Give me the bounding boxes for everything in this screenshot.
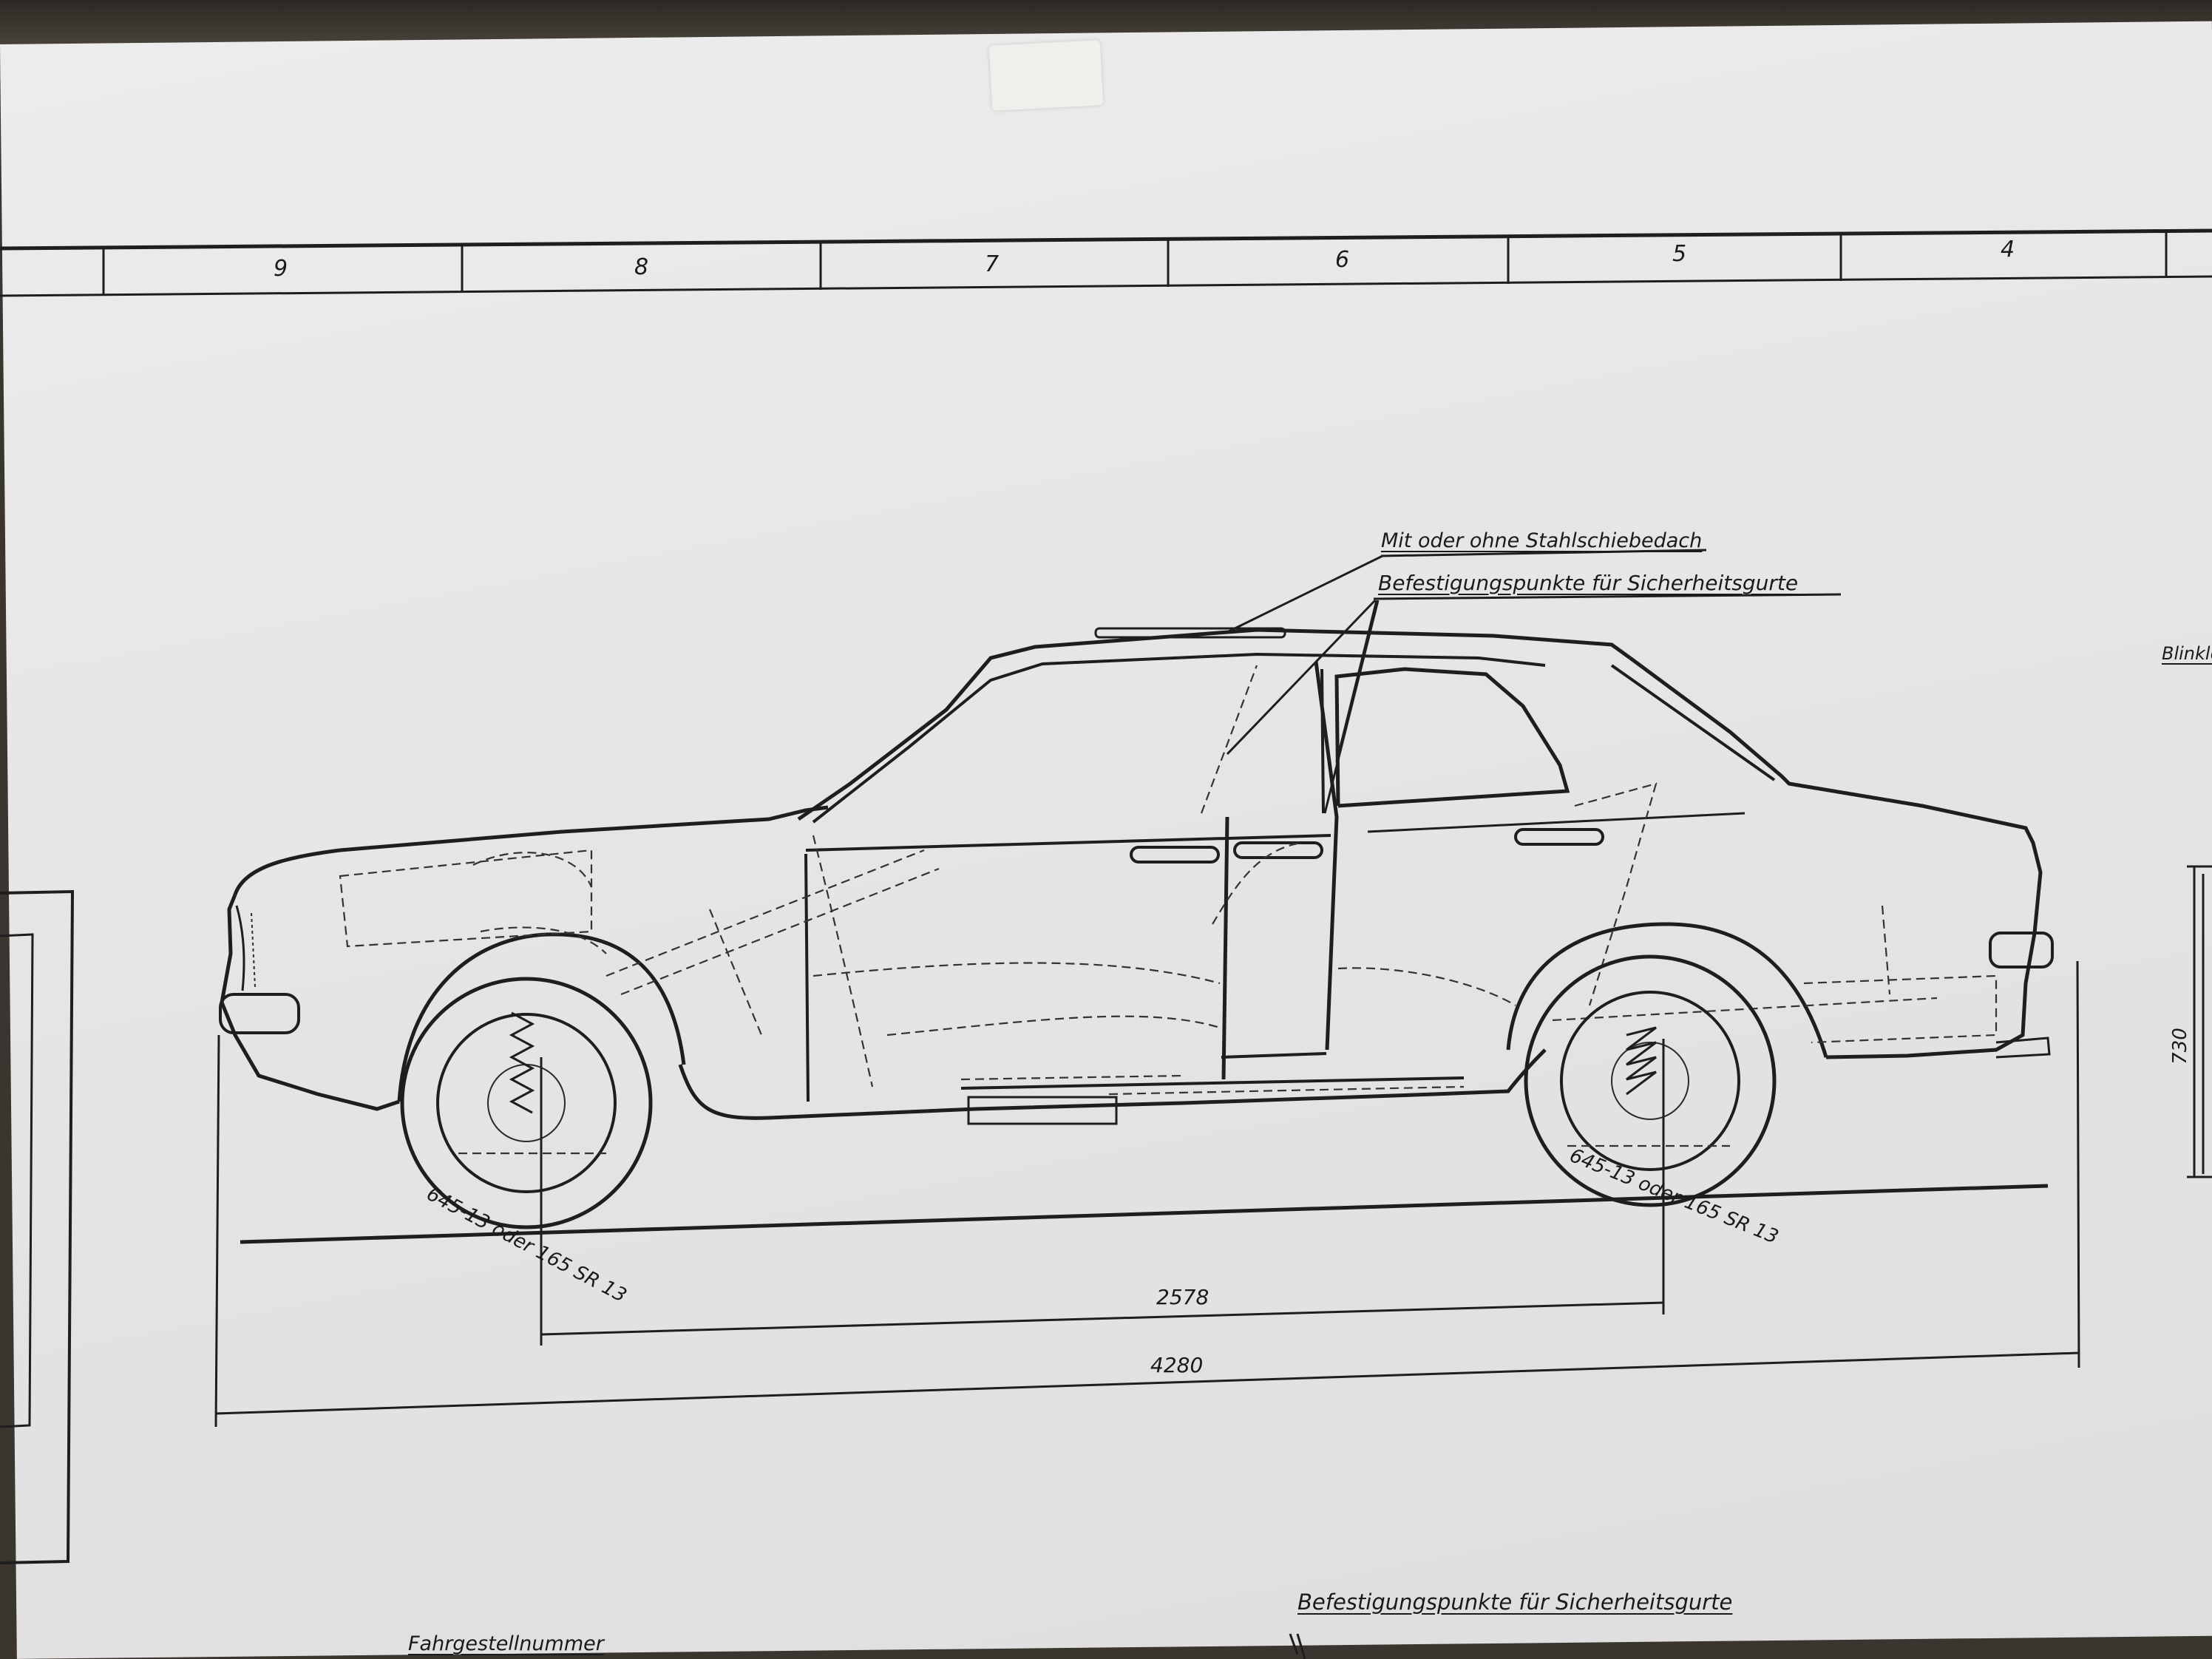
dimension-length: 4280 bbox=[1150, 1353, 1204, 1377]
rear-wheel bbox=[1524, 954, 1777, 1207]
dimension-wheelbase: 2578 bbox=[1156, 1285, 1210, 1309]
zone-ruler bbox=[0, 228, 2212, 297]
zone-number-7: 7 bbox=[985, 251, 1000, 277]
zone-number-4: 4 bbox=[2001, 237, 2015, 262]
dimension-lines bbox=[214, 874, 2205, 1428]
right-frame bbox=[2187, 865, 2212, 1178]
zone-number-8: 8 bbox=[634, 254, 649, 280]
left-frame bbox=[0, 889, 75, 1564]
annotation-chassis-number: Fahrgestellnummer bbox=[408, 1632, 604, 1655]
annotation-belt-points: Befestigungspunkte für Sicherheitsgurte bbox=[1378, 571, 1799, 595]
zone-number-9: 9 bbox=[274, 256, 288, 282]
dimension-height: 730 bbox=[2168, 1028, 2191, 1065]
leader-lines bbox=[1225, 549, 1842, 1659]
car-body bbox=[219, 627, 2054, 1120]
front-wheel bbox=[400, 977, 653, 1229]
annotation-blinker: Blinkleuch bbox=[2162, 643, 2212, 664]
zone-number-5: 5 bbox=[1672, 241, 1687, 267]
annotation-belt-points-bottom: Befestigungspunkte für Sicherheitsgurte bbox=[1297, 1590, 1733, 1615]
internal-structure bbox=[339, 665, 1998, 1125]
zone-number-6: 6 bbox=[1335, 247, 1350, 273]
annotation-sunroof: Mit oder ohne Stahlschiebedach bbox=[1381, 529, 1703, 552]
